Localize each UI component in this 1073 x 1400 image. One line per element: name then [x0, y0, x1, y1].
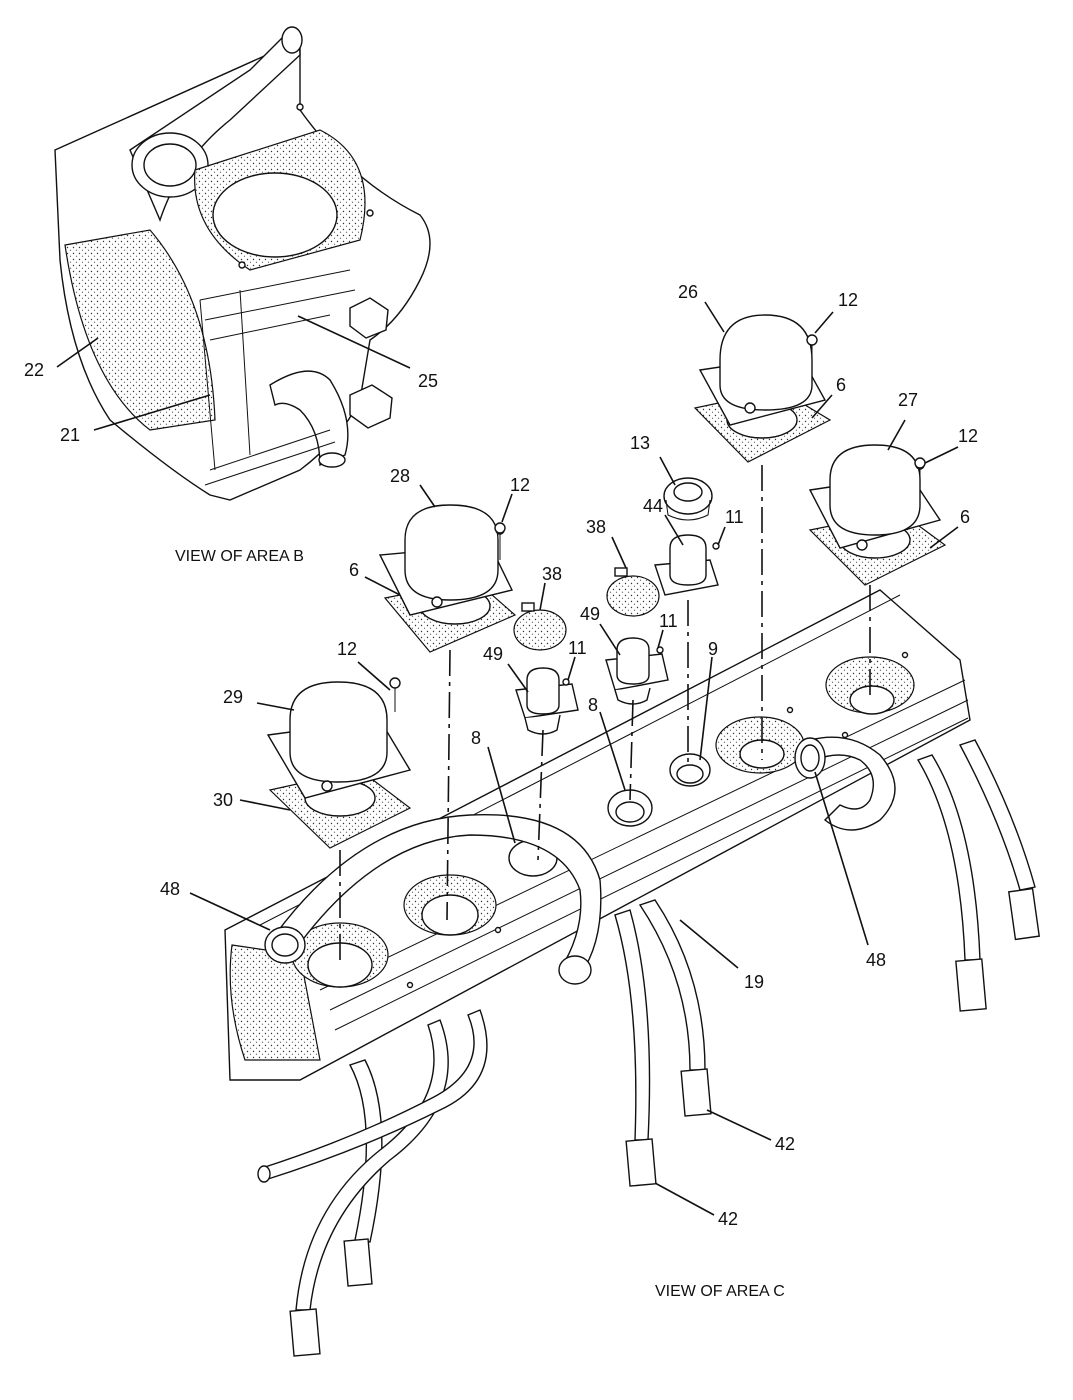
callout-28: 28: [390, 466, 410, 486]
area-b-leaders: [56, 315, 411, 431]
callout-49: 49: [580, 604, 600, 624]
area-b-assembly: [54, 26, 431, 501]
part-27-assembly: [808, 444, 947, 586]
callout-48: 48: [160, 879, 180, 899]
callout-12: 12: [337, 639, 357, 659]
callout-19: 19: [744, 972, 764, 992]
callout-9: 9: [708, 639, 718, 659]
callout-11: 11: [659, 611, 678, 631]
callout-38: 38: [586, 517, 606, 537]
front-hose: [264, 813, 602, 985]
part-29-assembly: [266, 678, 412, 849]
callout-42: 42: [775, 1134, 795, 1154]
callout-21: 21: [60, 425, 80, 445]
part-38-filter-upper: [606, 567, 660, 617]
callouts: 22 21 25 26 12 6 27 12 6 13 44 11 38 28 …: [24, 282, 978, 1229]
callout-27: 27: [898, 390, 918, 410]
callout-12: 12: [958, 426, 978, 446]
callout-11: 11: [568, 638, 587, 658]
callout-13: 13: [630, 433, 650, 453]
callout-25: 25: [418, 371, 438, 391]
area-c-leaders: [189, 301, 959, 1216]
part-49-canister-a: [515, 667, 579, 735]
callout-42: 42: [718, 1209, 738, 1229]
callout-38: 38: [542, 564, 562, 584]
callout-26: 26: [678, 282, 698, 302]
callout-6: 6: [836, 375, 846, 395]
part-28-assembly: [378, 504, 517, 653]
callout-30: 30: [213, 790, 233, 810]
callout-48: 48: [866, 950, 886, 970]
callout-6: 6: [349, 560, 359, 580]
callout-44: 44: [643, 496, 663, 516]
callout-8: 8: [471, 728, 481, 748]
caption-view-area-c: VIEW OF AREA C: [655, 1283, 785, 1300]
callout-12: 12: [838, 290, 858, 310]
part-13-gear: [663, 477, 713, 521]
callout-11: 11: [725, 507, 744, 527]
right-hose-loop: [794, 736, 896, 831]
callout-12: 12: [510, 475, 530, 495]
callout-29: 29: [223, 687, 243, 707]
alignment-lines: [339, 465, 871, 965]
hanging-hoses: [257, 739, 1041, 1357]
callout-6: 6: [960, 507, 970, 527]
callout-22: 22: [24, 360, 44, 380]
callout-8: 8: [588, 695, 598, 715]
part-38-filter-lower: [513, 602, 567, 651]
caption-view-area-b: VIEW OF AREA B: [175, 548, 304, 565]
part-26-assembly: [693, 314, 832, 463]
callout-49: 49: [483, 644, 503, 664]
part-44-canister: [654, 534, 720, 596]
